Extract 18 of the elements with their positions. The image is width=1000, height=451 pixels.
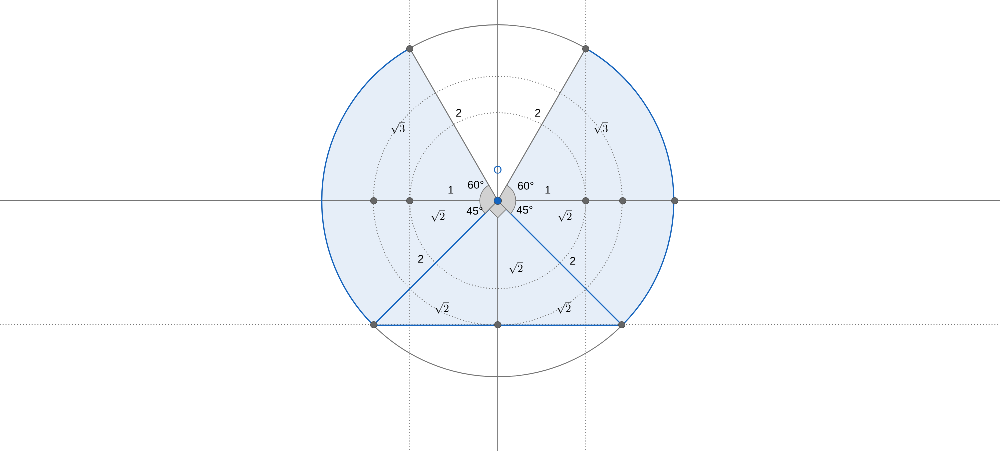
segment-length-label: 2	[418, 255, 424, 263]
segment-length-label: $\sqrt{2}$	[436, 302, 450, 314]
segment-length-label: $\sqrt{2}$	[558, 210, 572, 222]
segment-length-label: 1	[448, 186, 454, 194]
angle-label: 45°	[466, 207, 483, 215]
segment-length-label: 2	[456, 109, 462, 117]
segment-length-label: $\sqrt{2}$	[558, 302, 572, 314]
segment-length-label: 1	[546, 186, 551, 194]
angle-label: 60°	[518, 182, 534, 190]
segment-length-label: 2	[570, 257, 576, 265]
point-label: O	[494, 166, 502, 174]
angle-label: 45°	[516, 206, 533, 214]
segment-length-label: $\sqrt{2}$	[432, 210, 446, 222]
segment-length-label: $\sqrt{2}$	[510, 262, 524, 274]
segment-length-label: 2	[536, 109, 541, 117]
segment-length-label: $\sqrt{3}$	[594, 122, 608, 134]
angle-label: 60°	[468, 181, 484, 189]
segment-length-label: $\sqrt{3}$	[392, 122, 406, 134]
